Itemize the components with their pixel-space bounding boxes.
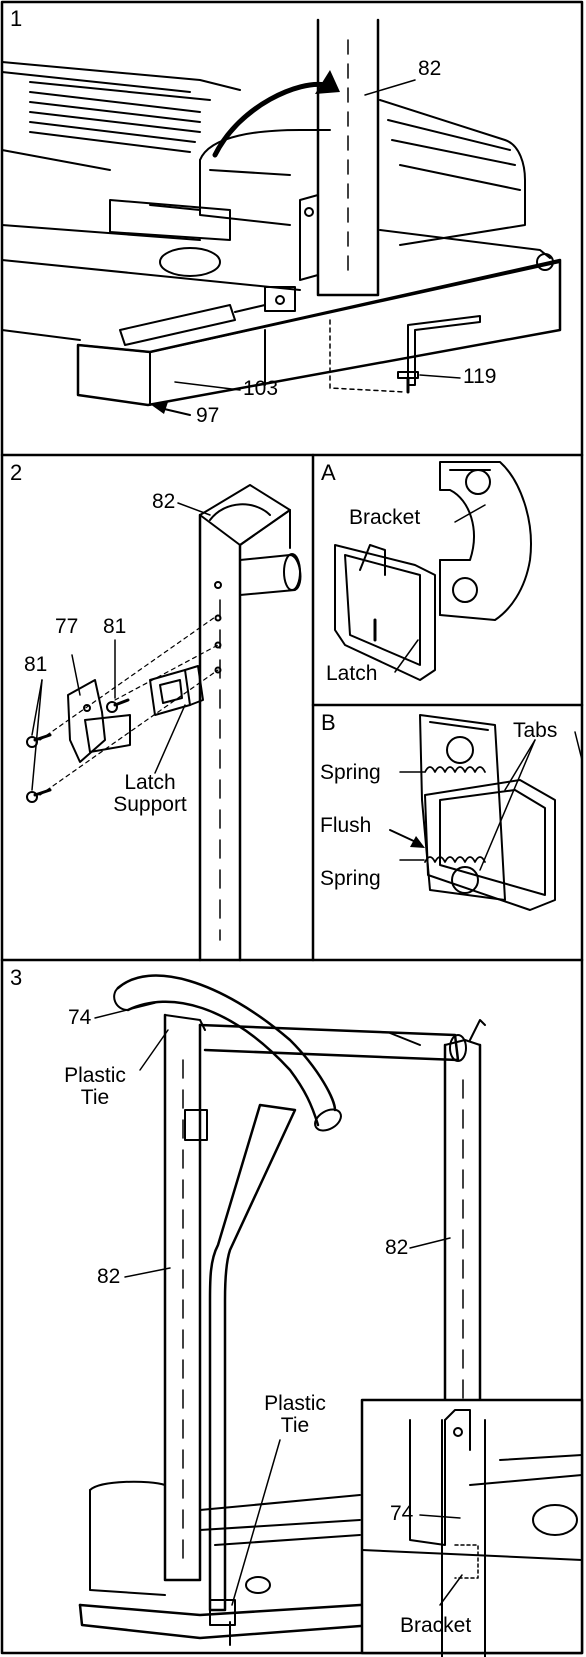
step2-label-screw-top: 81 — [103, 615, 127, 638]
step3-label-crossbar: 74 — [68, 1006, 92, 1029]
tie-bottom-line2: Tie — [280, 1414, 310, 1437]
step2-label-upright: 82 — [152, 490, 176, 513]
step1-label-base: 103 — [243, 377, 279, 400]
step1-label-screw: 119 — [463, 365, 497, 388]
detailB-letter: B — [321, 710, 336, 735]
detailB-label-spring-bottom: Spring — [320, 867, 381, 890]
step3-label-left-upright: 82 — [97, 1265, 121, 1288]
detailA-label-bracket: Bracket — [349, 506, 421, 529]
step2-label-latch: 77 — [55, 615, 79, 638]
step3-label-tie-top: Plastic Tie — [50, 1065, 140, 1109]
step3-label-tie-bottom: Plastic Tie — [250, 1393, 340, 1437]
step1-label-upright: 82 — [418, 57, 442, 80]
tie-bottom-line1: Plastic — [264, 1392, 326, 1415]
detailA-letter: A — [321, 460, 336, 485]
detailB-label-tabs: Tabs — [513, 719, 558, 742]
detailA-illustration — [334, 461, 532, 681]
inset-label-bracket: Bracket — [400, 1614, 472, 1637]
step2-label-screw-left: 81 — [24, 653, 48, 676]
detailA-label-latch: Latch — [326, 662, 378, 685]
step1-label-frame: 97 — [196, 404, 220, 427]
step2-illustration — [26, 484, 302, 962]
detailB-illustration — [389, 714, 583, 911]
detailB-label-flush: Flush — [320, 814, 372, 837]
step3-illustration — [78, 974, 584, 1657]
tie-top-line2: Tie — [80, 1086, 110, 1109]
latch-support-line2: Support — [113, 793, 187, 816]
step2-label-latch-support: Latch Support — [95, 772, 205, 816]
latch-support-line1: Latch — [124, 771, 176, 794]
step3-number: 3 — [10, 965, 23, 990]
tie-top-line1: Plastic — [64, 1064, 126, 1087]
step3-label-right-upright: 82 — [385, 1236, 409, 1259]
detailB-label-spring-top: Spring — [320, 761, 381, 784]
inset-label-crossbar: 74 — [390, 1502, 414, 1525]
step2-number: 2 — [10, 460, 23, 485]
step1-number: 1 — [10, 6, 23, 31]
step1-illustration — [1, 18, 562, 416]
